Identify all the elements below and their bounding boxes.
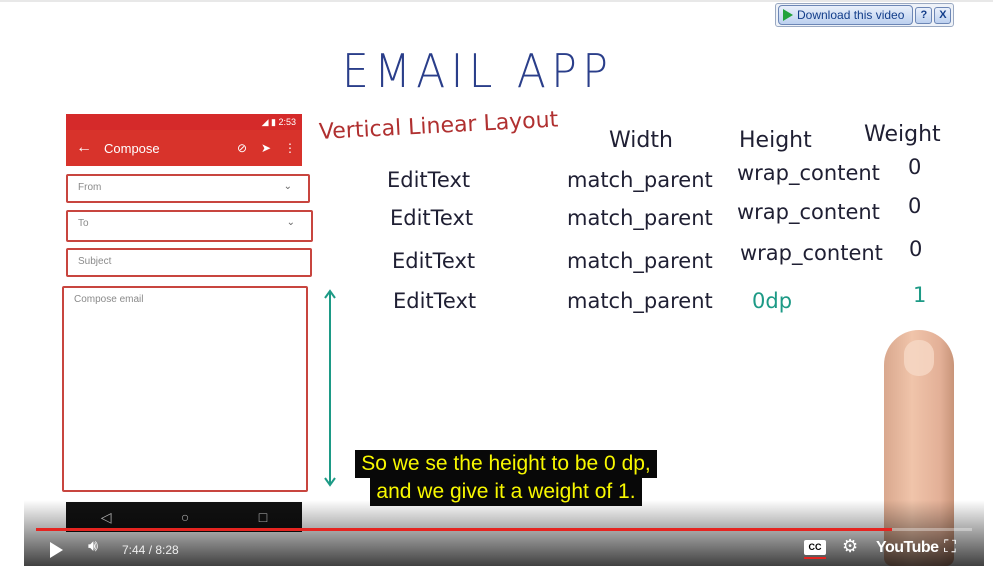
row3-view: EditText (392, 249, 476, 273)
column-header-height: Height (739, 128, 812, 153)
to-field[interactable]: To ⌄ (66, 210, 313, 242)
chevron-down-icon: ⌄ (286, 217, 295, 228)
row2-width: match_parent (567, 206, 713, 230)
column-header-weight: Weight (864, 122, 941, 147)
help-button[interactable]: ? (915, 6, 933, 24)
phone-mockup: ◢ ▮ 2:53 ← Compose ⊘ ➤ ⋮ From ⌄ To ⌄ Sub… (62, 114, 313, 536)
download-widget: Download this video ? X (775, 3, 955, 27)
caption-line-1: So we se the height to be 0 dp, (355, 450, 657, 478)
download-video-button[interactable]: Download this video (778, 5, 914, 25)
slide-title: EMAIL APP (342, 44, 614, 98)
compose-app-bar: ← Compose ⊘ ➤ ⋮ (66, 130, 302, 166)
row1-height: wrap_content (737, 161, 880, 185)
subject-placeholder: Subject (78, 256, 112, 267)
browser-top-bar: Download this video ? X (0, 0, 993, 30)
subject-field[interactable]: Subject (66, 248, 312, 277)
to-placeholder: To (78, 218, 89, 229)
row2-height: wrap_content (737, 200, 880, 224)
youtube-logo[interactable]: YouTube (876, 539, 939, 556)
row2-view: EditText (390, 206, 474, 230)
status-time: 2:53 (278, 117, 296, 127)
time-display: 7:44 / 8:28 (122, 543, 179, 557)
row3-height: wrap_content (740, 241, 883, 265)
compose-email-field[interactable]: Compose email (62, 286, 308, 492)
overflow-menu-icon[interactable]: ⋮ (284, 141, 296, 155)
row1-weight: 0 (908, 155, 922, 179)
row4-view: EditText (393, 289, 477, 313)
row3-weight: 0 (909, 237, 923, 261)
progress-bar[interactable] (36, 528, 972, 531)
compose-email-placeholder: Compose email (74, 294, 144, 305)
compose-title: Compose (104, 140, 160, 156)
play-button[interactable] (50, 542, 63, 558)
volume-icon[interactable]: 🔊︎ (88, 538, 99, 555)
row4-width: match_parent (567, 289, 713, 313)
row3-width: match_parent (567, 249, 713, 273)
play-icon (783, 9, 793, 21)
finger-nail (904, 340, 934, 376)
column-header-width: Width (609, 128, 673, 153)
top-divider (0, 0, 993, 2)
captions-button[interactable]: CC (804, 540, 826, 555)
close-button[interactable]: X (934, 6, 952, 24)
settings-gear-icon[interactable]: ⚙ (842, 536, 859, 556)
attach-icon[interactable]: ⊘ (236, 141, 248, 155)
player-controls: 🔊︎ 7:44 / 8:28 CC ⚙ YouTube ⛶ (24, 500, 984, 566)
send-icon[interactable]: ➤ (260, 141, 272, 155)
signal-icon: ◢ ▮ (261, 117, 276, 127)
row1-view: EditText (387, 168, 471, 192)
chevron-down-icon: ⌄ (283, 181, 292, 192)
from-field[interactable]: From ⌄ (66, 174, 310, 203)
caption-box: So we se the height to be 0 dp, and we g… (336, 450, 676, 506)
back-arrow-icon[interactable]: ← (76, 139, 92, 156)
progress-played (36, 528, 893, 531)
fullscreen-icon[interactable]: ⛶ (944, 537, 956, 556)
phone-status-bar: ◢ ▮ 2:53 (66, 114, 302, 130)
from-placeholder: From (78, 182, 102, 193)
row4-height: 0dp (752, 289, 793, 313)
captions-active-indicator (804, 557, 826, 559)
row1-width: match_parent (567, 168, 713, 192)
video-player[interactable]: EMAIL APP Vertical Linear Layout Width H… (24, 30, 984, 566)
download-label: Download this video (797, 8, 905, 22)
slide-subtitle: Vertical Linear Layout (318, 107, 559, 145)
height-arrow-icon (324, 289, 336, 487)
row2-weight: 0 (908, 194, 922, 218)
row4-weight: 1 (913, 283, 927, 307)
